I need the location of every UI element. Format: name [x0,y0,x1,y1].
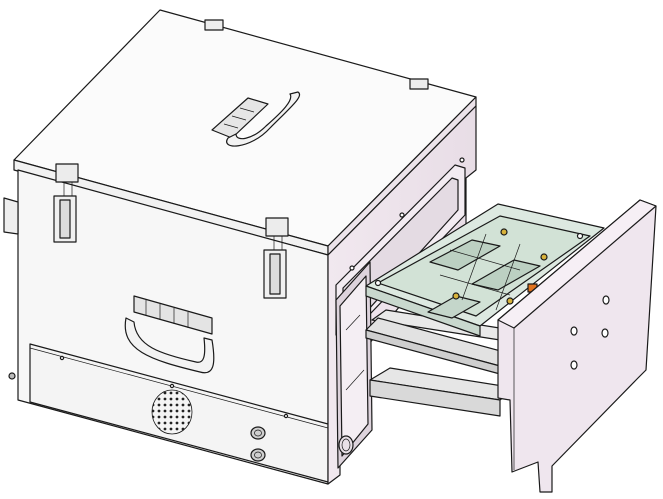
lid-hinge [204,19,224,31]
fixture-bolt [452,292,460,300]
fixture-drawer[interactable] [365,199,657,493]
fixture-bolt [506,297,514,305]
top-handle[interactable] [211,91,301,147]
toggle-latch-right[interactable] [263,217,289,299]
fixture-bolt [500,228,508,236]
enclosure-left-flange [3,197,19,235]
front-handle[interactable] [124,295,215,374]
enclosure [3,9,477,485]
connector-port[interactable] [250,448,266,462]
toggle-latch-left[interactable] [53,163,79,243]
vent-grille [151,389,193,435]
connector-port[interactable] [250,426,266,440]
fixture-bolt [540,253,548,261]
side-round-port [338,435,354,455]
lid-hinge [409,78,429,90]
